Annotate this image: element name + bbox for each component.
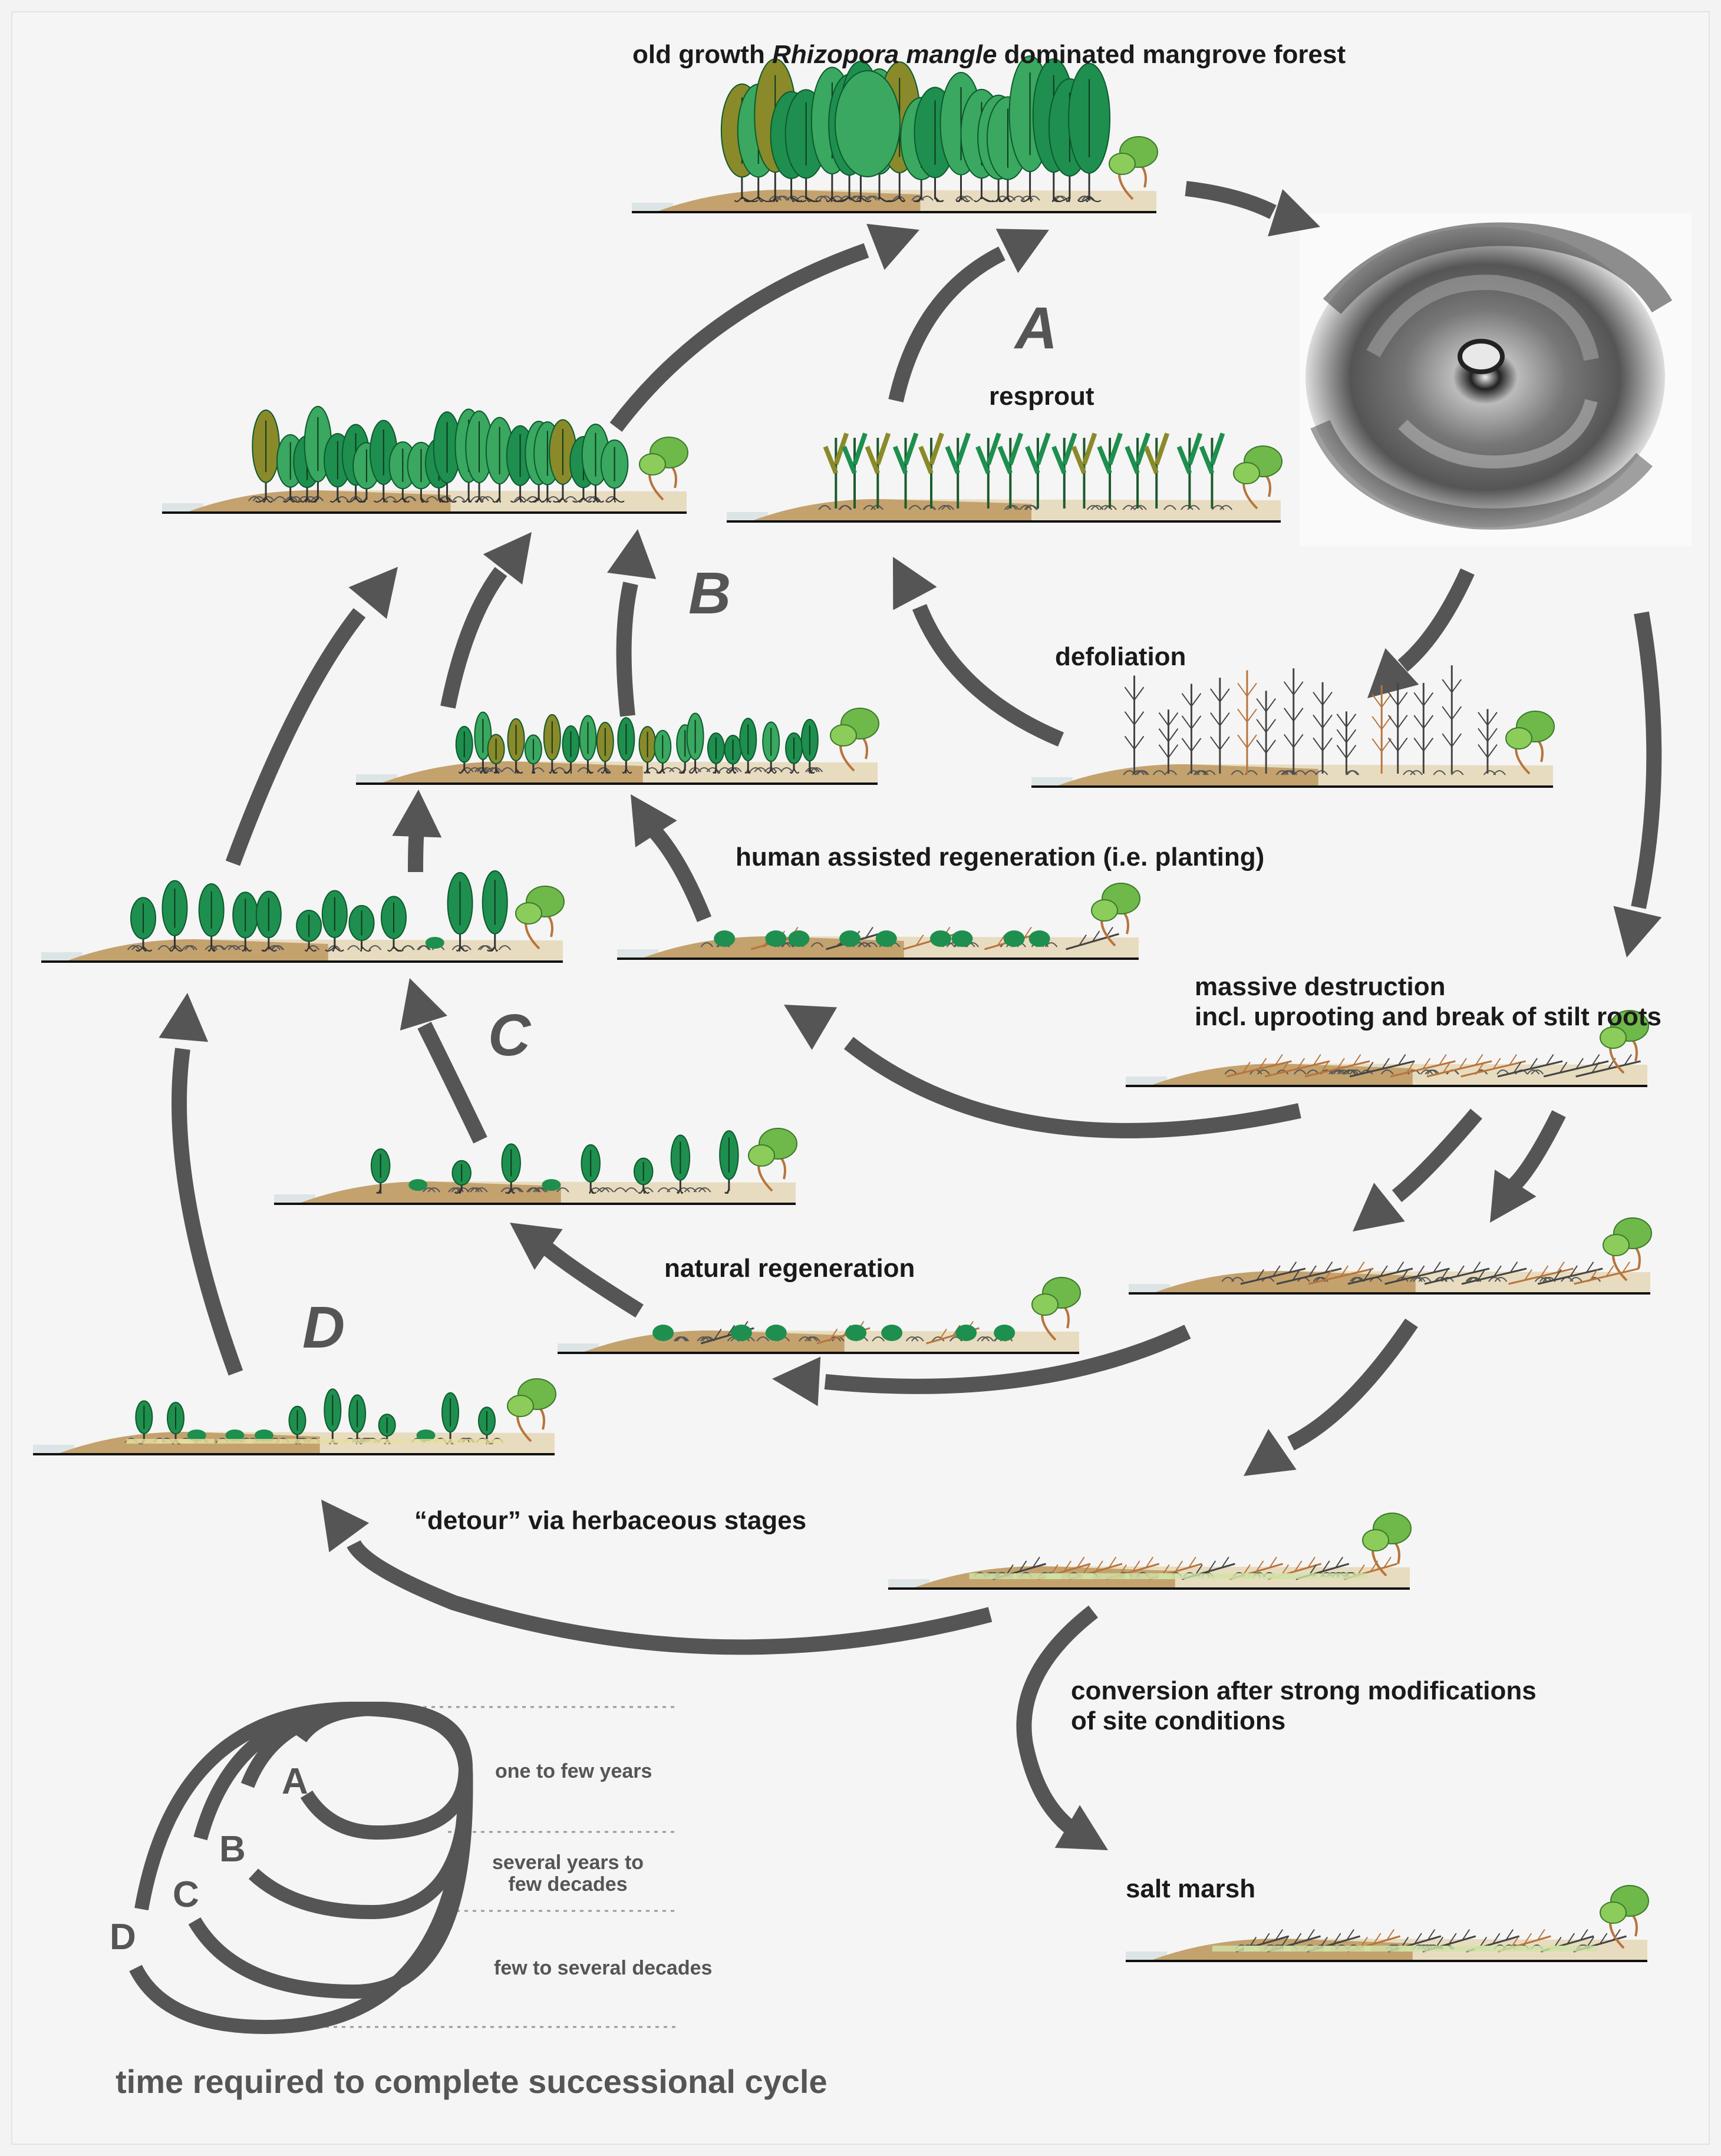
scene-b3-young <box>356 708 879 785</box>
pathway-label-b: B <box>688 560 731 626</box>
arrow-forest-to-hurricane <box>1185 181 1277 219</box>
scene-defoliation <box>1031 665 1555 788</box>
legend <box>129 1701 678 2035</box>
arrow-herbaceous-to-d <box>347 1540 993 1655</box>
pathway-label-d: D <box>302 1295 345 1361</box>
arrow-b-to-forest <box>609 243 869 432</box>
arrow-c2-to-c1-head <box>400 978 447 1031</box>
scene-natural-regeneration <box>558 1277 1081 1354</box>
arrow-massive-to-natural-head <box>1353 1183 1405 1231</box>
scene-mid-destruction <box>1129 1217 1652 1295</box>
label-defoliation: defoliation <box>1055 642 1186 671</box>
label-massive-destruction: massive destruction incl. uprooting and … <box>1195 972 1662 1031</box>
scene-c1-trees <box>41 870 565 963</box>
arrow-defoliation-to-resprout-head <box>893 557 937 610</box>
scene-c2-regeneration <box>274 1128 797 1205</box>
scene-resprout <box>727 432 1282 523</box>
legend-few-to-several-decades: few to several decades <box>494 1957 713 1979</box>
arrow-natural-to-c2 <box>543 1243 644 1318</box>
scene-herbaceous <box>888 1513 1412 1590</box>
arrow-hurricane-to-massive-head <box>1613 906 1662 958</box>
hurricane-image <box>1300 213 1692 546</box>
arrow-mid-to-d-route-head <box>772 1356 821 1406</box>
arrow-d-to-c1-head <box>159 993 209 1042</box>
scene-massive-destruction <box>1126 1010 1649 1087</box>
arrow-resprout-to-forest-a-head <box>995 229 1049 273</box>
legend-letter-c: C <box>173 1874 199 1915</box>
title-old-growth-forest: old growth Rhizopora mangle dominated ma… <box>632 40 1346 69</box>
arrow-herbaceous-to-d-head <box>321 1500 370 1553</box>
pathway-label-a: A <box>1015 295 1058 361</box>
arrow-massive-to-mid-head <box>1490 1170 1537 1223</box>
arrow-massive-to-natural <box>1392 1108 1482 1203</box>
scene-old-growth-forest <box>632 55 1158 213</box>
arrows <box>172 181 1662 1836</box>
scene-human-assisted <box>617 883 1140 960</box>
pathway-label-c: C <box>488 1002 531 1068</box>
scene-salt-marsh <box>1126 1885 1649 1962</box>
arrow-forest-to-hurricane-head <box>1268 189 1320 237</box>
arrow-b2-to-b <box>440 567 507 709</box>
arrow-c1-to-b2-head <box>392 790 442 838</box>
arrow-hurricane-to-massive <box>1631 611 1662 909</box>
arrow-human-to-b3-head <box>631 794 677 847</box>
arrow-herbaceous-to-saltmarsh <box>1016 1605 1098 1836</box>
arrow-natural-to-c2-head <box>510 1223 563 1270</box>
legend-one-to-few-years: one to few years <box>495 1760 652 1782</box>
legend-letter-b: B <box>219 1829 246 1870</box>
label-salt-marsh: salt marsh <box>1126 1874 1256 1903</box>
scene-b-forest <box>162 405 688 514</box>
arrow-b2-to-b-head <box>483 532 532 585</box>
arrow-herbaceous-to-saltmarsh-head <box>1054 1805 1108 1850</box>
label-human-assisted-regeneration: human assisted regeneration (i.e. planti… <box>736 843 1265 871</box>
label-natural-regeneration: natural regeneration <box>664 1254 915 1283</box>
legend-letter-d: D <box>110 1917 136 1957</box>
arrow-hurricane-to-defoliation <box>1397 568 1475 672</box>
arrow-mid-to-d-route <box>824 1325 1191 1394</box>
arrow-human-to-b3 <box>648 826 712 922</box>
arrow-b-to-forest-head <box>866 223 919 270</box>
arrow-hurricane-to-defoliation-head <box>1367 648 1419 698</box>
arrowheads <box>159 189 1662 1850</box>
label-resprout: resprout <box>989 382 1094 411</box>
arrow-d-to-c1 <box>172 1048 243 1376</box>
arrow-mid-to-herbaceous-head <box>1244 1429 1297 1476</box>
arrow-massive-to-mid <box>1509 1110 1566 1190</box>
scene-d-regeneration <box>33 1378 556 1455</box>
arrow-b3-to-b-head <box>607 529 657 579</box>
arrow-defoliation-to-resprout <box>912 604 1064 747</box>
label-conversion: conversion after strong modifications of… <box>1071 1676 1537 1735</box>
arrow-b1-to-b <box>225 607 366 866</box>
arrow-b1-to-b-head <box>348 567 398 619</box>
arrow-c2-to-c1 <box>417 1022 487 1144</box>
arrow-massive-to-human-head <box>784 1005 838 1050</box>
arrow-mid-to-herbaceous <box>1287 1318 1418 1451</box>
legend-arc-d <box>129 1701 473 2035</box>
legend-several-years: several years to few decades <box>492 1851 644 1896</box>
arrow-b3-to-b <box>616 582 638 717</box>
arrow-resprout-to-forest-a <box>888 246 1005 402</box>
scenes <box>33 55 1652 1962</box>
label-detour-herbaceous: “detour” via herbaceous stages <box>414 1506 807 1535</box>
legend-letter-a: A <box>282 1761 308 1802</box>
legend-footer-caption: time required to complete successional c… <box>116 2063 827 2100</box>
arrow-massive-to-human <box>843 1036 1301 1138</box>
